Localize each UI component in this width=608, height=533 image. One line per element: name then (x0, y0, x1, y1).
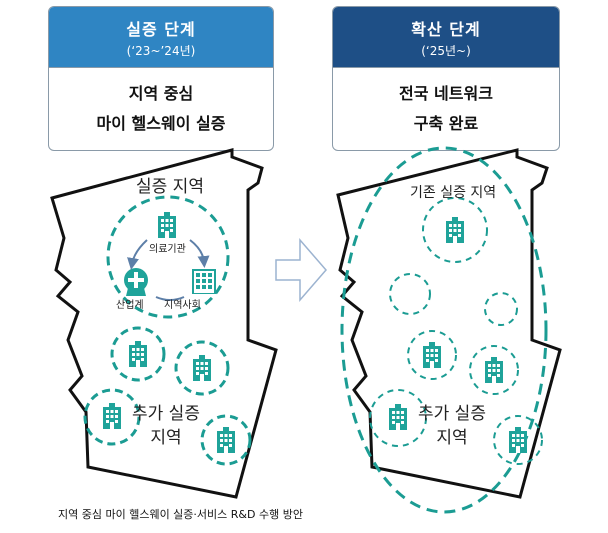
region-circle (493, 415, 543, 465)
pilot-stage-line2: 마이 헬스웨이 실증 (96, 114, 226, 133)
cycle-arrow-icon (155, 296, 185, 301)
expansion-stage-description: 전국 네트워크 구축 완료 (333, 68, 559, 150)
additional-region-label-line1: 추가 실증 (132, 404, 200, 424)
expansion-stage-box: 확산 단계 (‘25년~) 전국 네트워크 구축 완료 (332, 6, 560, 151)
additional-region-label-right-line1: 추가 실증 (418, 404, 486, 424)
existing-region-label: 기존 실증 지역 (410, 185, 497, 201)
additional-region-circle (110, 326, 166, 382)
region-circle (389, 273, 431, 315)
community-icon (192, 269, 216, 294)
expansion-stage-period: (‘25년~) (421, 43, 471, 58)
community-label: 지역사회 (164, 300, 201, 311)
additional-region-circle (174, 340, 230, 396)
industry-label: 산업계 (116, 300, 144, 311)
pilot-stage-description: 지역 중심 마이 헬스웨이 실증 (49, 68, 273, 150)
region-circle (469, 345, 519, 395)
pilot-region-circle (106, 195, 230, 319)
cycle-arrow-icon (127, 239, 148, 270)
expansion-stage-line1: 전국 네트워크 (399, 84, 493, 103)
pilot-stage-line1: 지역 중심 (128, 84, 194, 103)
pilot-stage-title: 실증 단계 (126, 19, 196, 39)
additional-region-label-right-line2: 지역 (436, 428, 468, 448)
pilot-stage-box: 실증 단계 (‘23~’24년) 지역 중심 마이 헬스웨이 실증 (48, 6, 274, 151)
expansion-stage-line2: 구축 완료 (413, 114, 479, 133)
medical-institution-label: 의료기관 (149, 244, 186, 255)
existing-region-circle (422, 197, 488, 263)
industry-medical-icon (124, 268, 148, 296)
additional-region-label-line2: 지역 (150, 428, 182, 448)
national-network-ellipse (340, 146, 548, 514)
additional-region-label: 추가 실증 지역 (132, 402, 200, 450)
expansion-stage-header: 확산 단계 (‘25년~) (333, 7, 559, 68)
pilot-stage-header: 실증 단계 (‘23~’24년) (49, 7, 273, 68)
region-circle (369, 389, 427, 447)
region-circle (407, 330, 457, 380)
pilot-stage-period: (‘23~’24년) (126, 43, 196, 58)
expansion-stage-title: 확산 단계 (411, 19, 481, 39)
cycle-arrow-icon (189, 239, 210, 268)
region-circle (484, 292, 518, 326)
figure-caption: 지역 중심 마이 헬스웨이 실증·서비스 R&D 수행 방안 (58, 508, 303, 521)
additional-region-circle (200, 414, 252, 466)
additional-region-circle (83, 388, 141, 446)
additional-region-label-right: 추가 실증 지역 (418, 402, 486, 450)
pilot-region-label: 실증 지역 (136, 177, 204, 197)
transition-arrow-icon (275, 237, 327, 303)
